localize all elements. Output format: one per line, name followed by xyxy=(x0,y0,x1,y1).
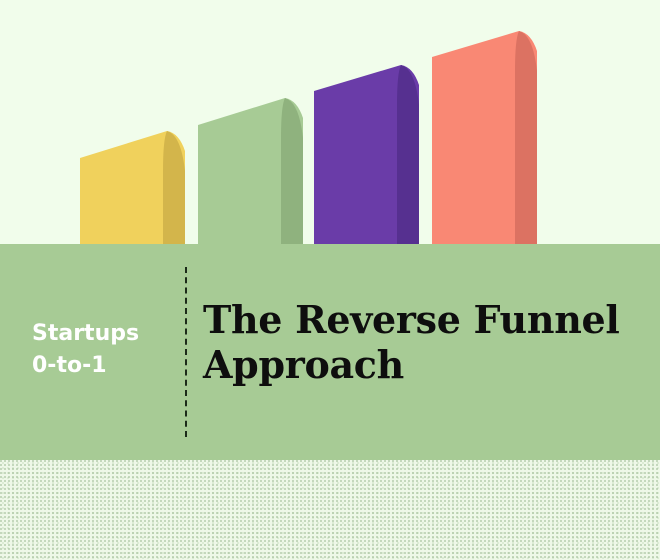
title-line-1: The Reverse Funnel xyxy=(203,297,620,342)
bar-1 xyxy=(80,131,185,244)
dotted-texture xyxy=(0,460,660,560)
series-label-line-1: Startups xyxy=(32,321,140,346)
rising-bars-illustration xyxy=(80,31,537,244)
series-label-line-2: 0-to-1 xyxy=(32,352,107,378)
title-banner xyxy=(0,244,660,460)
dashed-divider xyxy=(185,267,187,437)
bar-4 xyxy=(432,31,537,244)
bar-2 xyxy=(198,98,303,244)
title-line-2: Approach xyxy=(203,341,404,387)
bar-3 xyxy=(314,65,419,244)
series-label: Startups 0-to-1 xyxy=(32,318,172,382)
page-title: The Reverse Funnel Approach xyxy=(203,297,653,388)
